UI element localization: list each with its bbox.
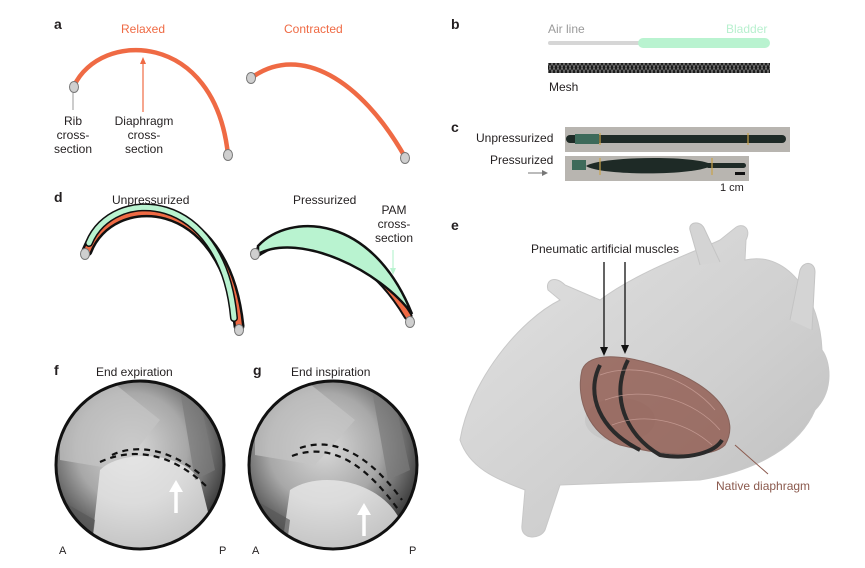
panel-c-photos (528, 127, 790, 181)
panel-a-contracted-diagram (246, 62, 410, 164)
rib-cross-section-label: Rib cross- section (53, 114, 93, 156)
panel-label-d: d (54, 189, 63, 205)
pam-cross-section-label: PAM cross- section (374, 203, 414, 245)
panel-e-pig-model (459, 222, 830, 538)
panel-g-fluoroscopy-image (247, 379, 419, 551)
bladder (638, 38, 770, 48)
panel-label-a: a (54, 16, 62, 32)
rib-circle-right (223, 149, 233, 161)
mesh-label: Mesh (549, 80, 579, 94)
unpressurized-photo-label: Unpressurized (476, 131, 554, 145)
pressurized-photo-label: Pressurized (490, 153, 554, 167)
unpressurized-title: Unpressurized (112, 193, 190, 207)
f-posterior-marker: P (219, 545, 227, 557)
pressurized-title: Pressurized (293, 193, 357, 207)
panel-a-relaxed-diagram (69, 47, 233, 161)
relaxed-title: Relaxed (121, 22, 166, 36)
g-posterior-marker: P (409, 545, 417, 557)
scale-bar (735, 172, 745, 175)
scale-bar-label: 1 cm (720, 182, 744, 194)
mesh-sleeve (548, 63, 770, 73)
diaphragm-cross-section-label: Diaphragm cross- section (114, 114, 174, 156)
contracted-diaphragm-curve (251, 62, 408, 160)
g-anterior-marker: A (252, 545, 260, 557)
contracted-title: Contracted (284, 22, 343, 36)
panel-b-pam-schematic (548, 38, 770, 73)
rib-circle-left (69, 81, 79, 93)
relaxed-diaphragm-curve (71, 47, 231, 158)
bladder-label: Bladder (726, 22, 768, 36)
pam-label: Pneumatic artificial muscles (531, 242, 680, 256)
native-diaphragm-label: Native diaphragm (716, 479, 811, 493)
f-anterior-marker: A (59, 545, 67, 557)
air-line-label: Air line (548, 22, 585, 36)
panel-f-fluoroscopy-image (54, 379, 226, 551)
end-inspiration-title: End inspiration (291, 365, 371, 379)
panel-d-pressurized-diagram (250, 224, 415, 328)
panel-label-c: c (451, 119, 459, 135)
native-diaphragm-shape (579, 356, 731, 455)
panel-d-unpressurized-diagram (80, 203, 245, 336)
air-line-tube (548, 41, 644, 45)
panel-label-b: b (451, 16, 460, 32)
panel-label-g: g (253, 362, 262, 378)
rib-circle-left (246, 72, 256, 84)
end-expiration-title: End expiration (96, 365, 173, 379)
diaphragm-pointer (734, 444, 769, 475)
rib-circle-right (400, 152, 410, 164)
panel-label-f: f (54, 362, 59, 378)
panel-label-e: e (451, 217, 459, 233)
